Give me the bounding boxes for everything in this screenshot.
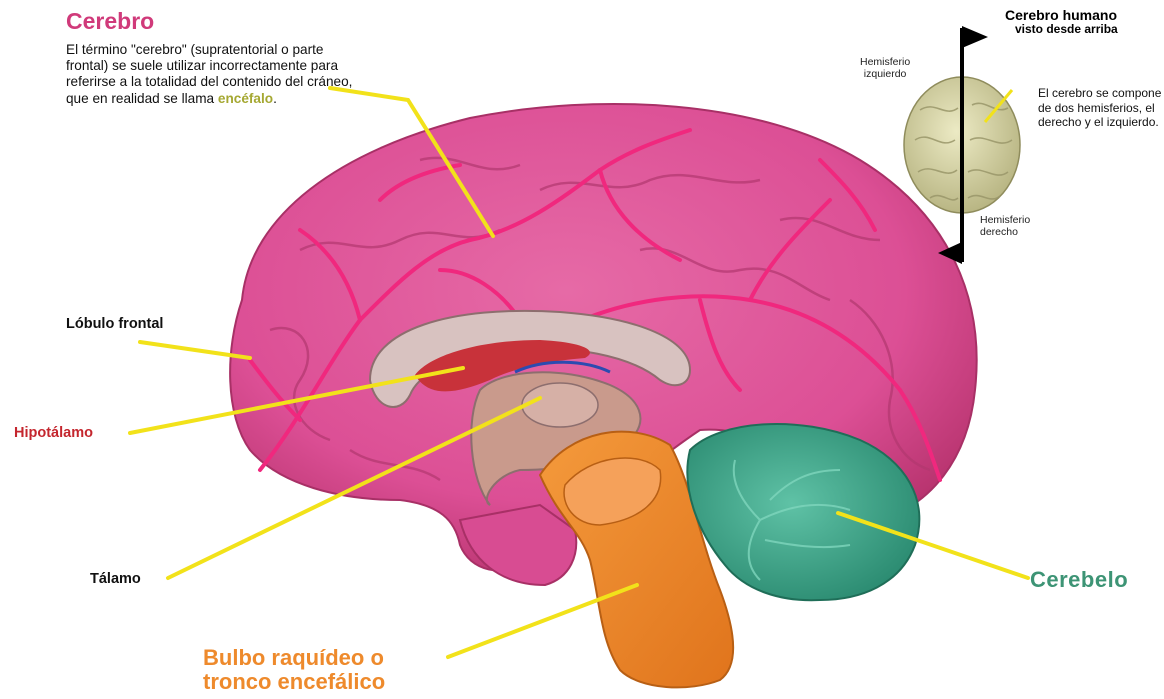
bulbo-label: Bulbo raquídeo o tronco encefálico (203, 646, 385, 694)
cerebro-description-text: El término "cerebro" (supratentorial o p… (66, 42, 352, 106)
hemisferio-derecho-label: Hemisferio derecho (980, 214, 1030, 238)
cerebro-title: Cerebro (66, 8, 154, 35)
hemisferio-izq-line2: izquierdo (860, 68, 910, 80)
lobulo-frontal-label: Lóbulo frontal (66, 316, 163, 332)
talamo-label: Tálamo (90, 571, 141, 587)
bulbo-label-line1: Bulbo raquídeo o (203, 646, 385, 670)
hemisferio-izquierdo-label: Hemisferio izquierdo (860, 56, 910, 80)
cerebelo-label: Cerebelo (1030, 567, 1128, 593)
cerebro-description: El término "cerebro" (supratentorial o p… (66, 42, 366, 107)
hemisferio-der-line2: derecho (980, 226, 1030, 238)
thalamus-body (522, 383, 598, 427)
top-view-description: El cerebro se compone de dos hemisferios… (1038, 86, 1163, 130)
hemisferio-izq-line1: Hemisferio (860, 56, 910, 68)
cerebro-description-end: . (273, 91, 277, 106)
encefalo-highlight: encéfalo (218, 91, 273, 106)
top-view-subtitle: visto desde arriba (1015, 22, 1118, 36)
hipotalamo-label: Hipotálamo (14, 425, 93, 441)
top-arrow-icon (962, 26, 988, 48)
hemisferio-der-line1: Hemisferio (980, 214, 1030, 226)
bulbo-label-line2: tronco encefálico (203, 670, 385, 694)
top-view-title: Cerebro humano (1005, 8, 1117, 22)
